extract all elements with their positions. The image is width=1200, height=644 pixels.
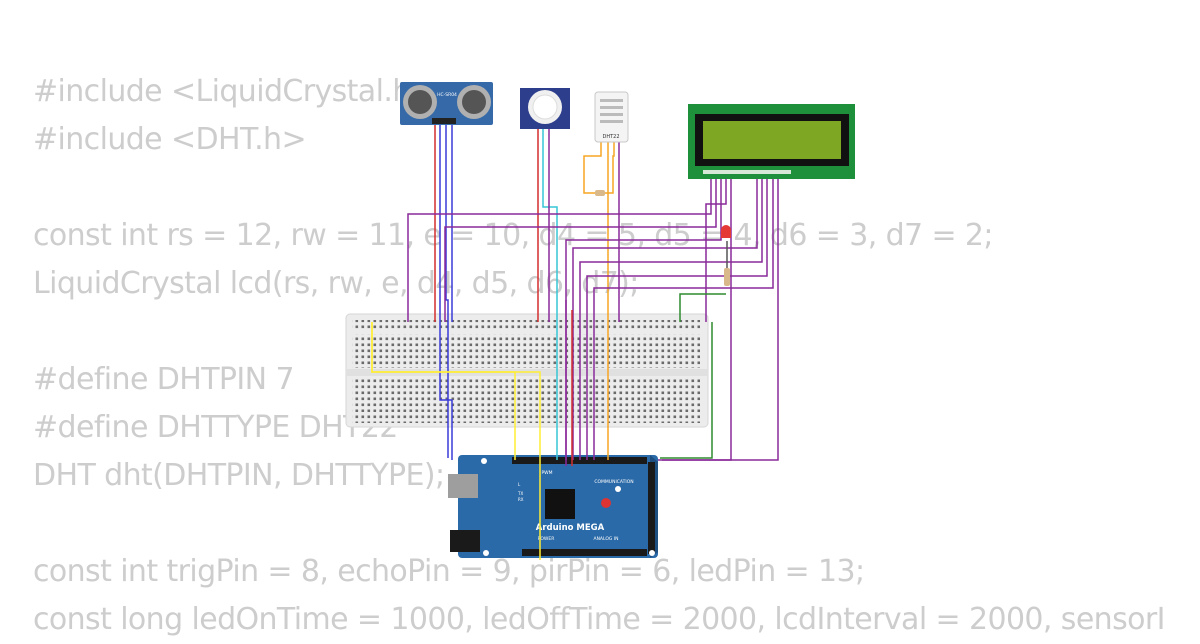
pir-sensor-icon[interactable] xyxy=(520,88,570,129)
dht22-sensor-icon[interactable]: DHT22 xyxy=(594,91,629,143)
digital-header xyxy=(512,457,647,464)
ultrasonic-sensor-icon[interactable]: HC-SR04 xyxy=(400,82,493,125)
microcontroller-chip xyxy=(545,489,575,519)
code-line: #include <LiquidCrystal.h> xyxy=(33,74,436,109)
lcd-display-icon[interactable] xyxy=(688,104,855,179)
side-header xyxy=(648,462,655,554)
arduino-mega-board[interactable]: Arduino MEGA COMMUNICATION PWM POWER ANA… xyxy=(448,455,658,558)
resistor-icon[interactable] xyxy=(595,190,605,196)
lcd-screen xyxy=(703,121,841,159)
dht-label: DHT22 xyxy=(602,134,619,140)
analog-in-label: ANALOG IN xyxy=(593,536,618,542)
breadboard[interactable] xyxy=(345,313,709,428)
tx-label: TX xyxy=(517,491,523,496)
code-line: LiquidCrystal lcd(rs, rw, e, d4, d5, d6,… xyxy=(33,266,639,301)
power-label: POWER xyxy=(538,536,555,542)
code-line: #define DHTPIN 7 xyxy=(33,362,295,397)
analog-header xyxy=(522,549,647,556)
code-line: #include <DHT.h> xyxy=(33,122,307,157)
code-line: const int trigPin = 8, echoPin = 9, pirP… xyxy=(33,554,865,589)
power-jack xyxy=(450,530,480,552)
arduino-model-label: Arduino MEGA xyxy=(536,523,605,533)
led-icon[interactable] xyxy=(721,225,731,238)
resistor-icon[interactable] xyxy=(724,268,730,286)
ultrasonic-label: HC-SR04 xyxy=(437,92,457,98)
usb-port xyxy=(448,474,478,498)
rx-label: RX xyxy=(518,497,524,502)
code-line: DHT dht(DHTPIN, DHTTYPE); xyxy=(33,458,445,493)
wires xyxy=(371,122,779,560)
pwm-label: PWM xyxy=(541,470,552,476)
circuit-diagram: Arduino MEGA COMMUNICATION PWM POWER ANA… xyxy=(345,82,855,560)
led-l-label: L xyxy=(518,482,521,487)
communication-label: COMMUNICATION xyxy=(594,479,633,485)
reset-button[interactable] xyxy=(601,498,611,508)
code-line: const int rs = 12, rw = 11, e = 10, d4 =… xyxy=(33,218,994,253)
